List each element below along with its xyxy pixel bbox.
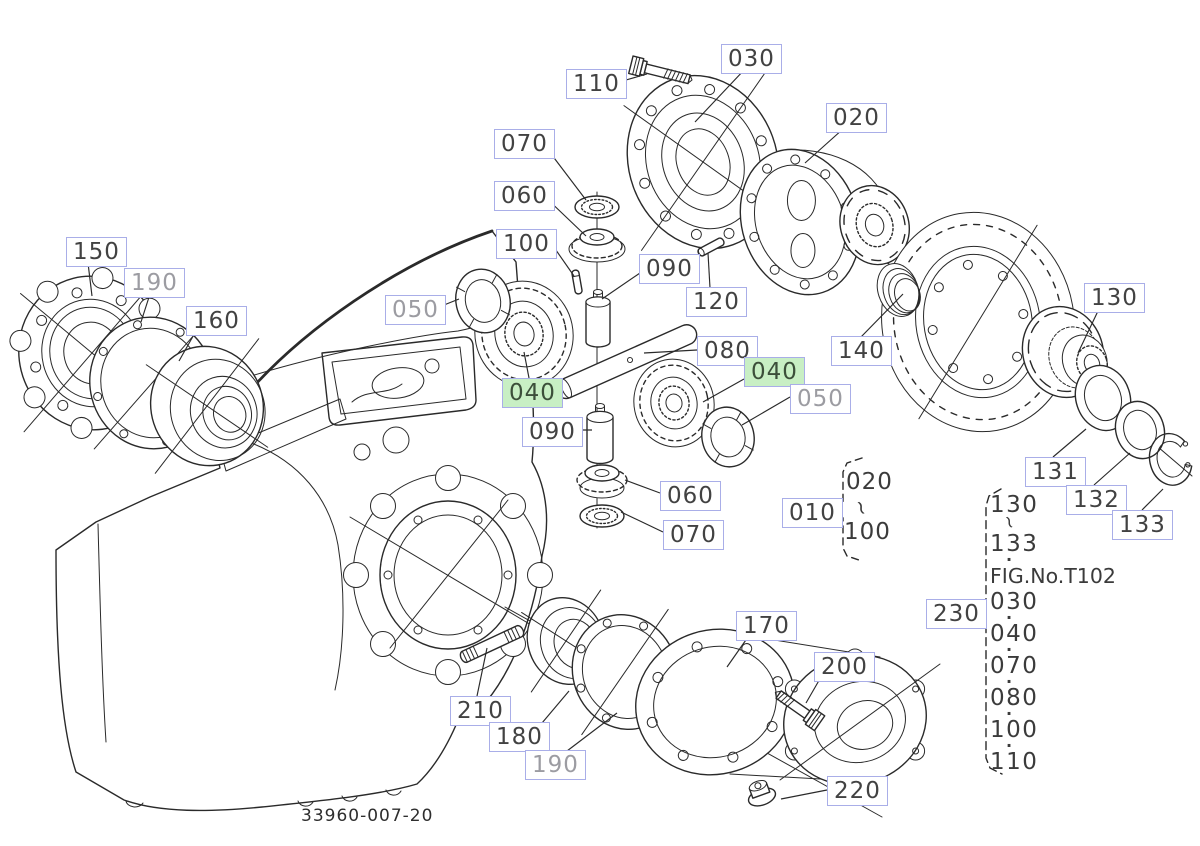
fig-list-item: 130 xyxy=(990,492,1039,518)
callout-040-right-highlighted[interactable]: 040 xyxy=(744,357,805,387)
drawing-number: 33960-007-20 xyxy=(301,806,434,826)
callout-133[interactable]: 133 xyxy=(1112,510,1173,540)
callout-160[interactable]: 160 xyxy=(186,306,247,336)
fig-list-item: 133 xyxy=(990,531,1039,557)
callout-060-top[interactable]: 060 xyxy=(494,181,555,211)
bracket-230-list xyxy=(985,488,1003,775)
part-090-spacer-lower-drawing xyxy=(586,403,614,465)
callout-050-right[interactable]: 050 xyxy=(790,384,851,414)
part-020-diff-case-drawing xyxy=(739,148,910,296)
callout-210[interactable]: 210 xyxy=(450,696,511,726)
callout-190-left[interactable]: 190 xyxy=(124,268,185,298)
callout-070-lower[interactable]: 070 xyxy=(663,520,724,550)
part-160-bearing-drawing xyxy=(145,338,269,474)
part-170-axle-case-drawing xyxy=(635,628,941,792)
fig-list-item: 100 xyxy=(990,717,1039,743)
fig-list-item: 080 xyxy=(990,685,1039,711)
part-100-pin-drawing xyxy=(571,269,583,295)
part-050-thrust-ring-left-drawing xyxy=(455,268,511,334)
fig-list-item: · xyxy=(1006,550,1013,569)
callout-170[interactable]: 170 xyxy=(736,611,797,641)
callout-180[interactable]: 180 xyxy=(489,722,550,752)
callout-060-lower[interactable]: 060 xyxy=(660,481,721,511)
part-220-nut-drawing xyxy=(747,779,777,807)
fig-list-item: · xyxy=(1006,736,1013,755)
callout-130[interactable]: 130 xyxy=(1084,283,1145,313)
callout-070-top[interactable]: 070 xyxy=(494,129,555,159)
part-110-bolt-drawing xyxy=(628,55,693,85)
part-070-thrust-washer-lower-drawing xyxy=(579,504,625,528)
fig-list-item: · xyxy=(1006,608,1013,627)
callout-131[interactable]: 131 xyxy=(1025,457,1086,487)
fig-list-item: · xyxy=(1006,704,1013,723)
fig-list-item: · xyxy=(1006,672,1013,691)
part-040-side-gear-right-drawing xyxy=(633,358,715,448)
fig-list-item: 110 xyxy=(990,749,1039,775)
callout-140[interactable]: 140 xyxy=(831,336,892,366)
part-210-stud-drawing xyxy=(459,624,525,664)
callout-190-bottom[interactable]: 190 xyxy=(525,750,586,780)
callout-100[interactable]: 100 xyxy=(496,229,557,259)
bracket-range-bottom: 100 xyxy=(844,519,891,545)
part-090-spacer-upper-drawing xyxy=(585,289,611,348)
callout-030[interactable]: 030 xyxy=(721,44,782,74)
fig-list-item: 030 xyxy=(990,589,1039,615)
callout-040-left-highlighted[interactable]: 040 xyxy=(502,378,563,408)
callout-020[interactable]: 020 xyxy=(826,103,887,133)
part-060-bevel-gear-lower-drawing xyxy=(576,464,628,499)
callout-150[interactable]: 150 xyxy=(66,237,127,267)
bracket-range-top: 020 xyxy=(846,469,893,495)
part-120-pin-drawing xyxy=(697,237,725,257)
part-131-washer-drawing xyxy=(1074,364,1132,432)
callout-010[interactable]: 010 xyxy=(782,498,843,528)
fig-list-item: FIG.No.T102 xyxy=(990,564,1116,588)
callout-110[interactable]: 110 xyxy=(566,69,627,99)
part-transmission-case-drawing xyxy=(55,229,553,812)
callout-090-top[interactable]: 090 xyxy=(639,254,700,284)
fig-list-item: · xyxy=(1006,640,1013,659)
fig-list-item: 070 xyxy=(990,653,1039,679)
callout-220[interactable]: 220 xyxy=(827,776,888,806)
part-070-thrust-washer-top-drawing xyxy=(574,195,620,219)
part-140-coil-ring-drawing xyxy=(876,263,921,317)
callout-090-lower[interactable]: 090 xyxy=(522,417,583,447)
part-050-thrust-ring-right-drawing xyxy=(701,406,755,468)
callout-200[interactable]: 200 xyxy=(814,652,875,682)
callout-120[interactable]: 120 xyxy=(686,287,747,317)
callout-050-left[interactable]: 050 xyxy=(385,295,446,325)
part-200-bolt-drawing xyxy=(774,690,826,732)
part-133-snap-ring-drawing xyxy=(1148,432,1193,486)
fig-list-item: 040 xyxy=(990,621,1039,647)
part-060-bevel-gear-top-drawing xyxy=(568,228,626,263)
callout-230[interactable]: 230 xyxy=(926,599,987,629)
callout-080[interactable]: 080 xyxy=(697,336,758,366)
